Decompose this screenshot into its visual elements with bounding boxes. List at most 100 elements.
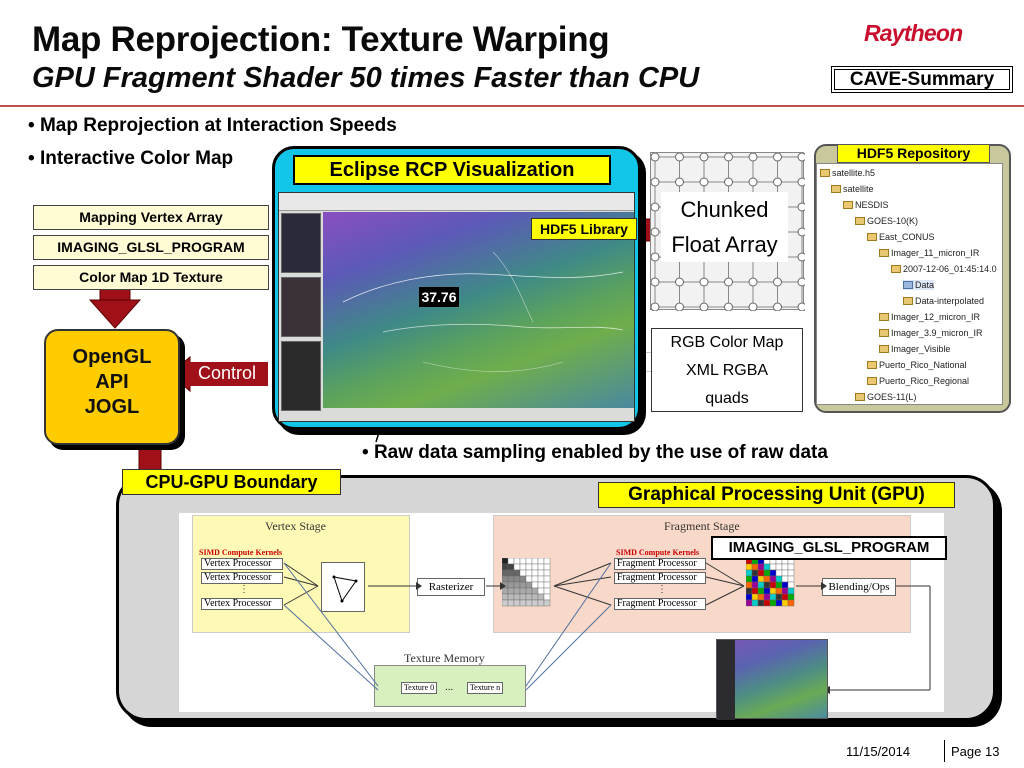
grid-node — [699, 302, 709, 311]
grid-node — [797, 227, 805, 237]
rgb-line-3: quads — [705, 390, 749, 407]
tree-node-east-conus[interactable]: East_CONUS — [867, 232, 935, 242]
fragment-processor-2: Fragment Processor — [614, 572, 706, 584]
satellite-map-view[interactable] — [323, 212, 634, 408]
folder-icon — [831, 185, 841, 193]
folder-icon — [855, 217, 865, 225]
grid-node — [797, 202, 805, 212]
hdf5-tree: satellite.h5 satellite NESDIS GOES-10(K)… — [816, 163, 1003, 405]
tree-node-data[interactable]: Data — [903, 280, 935, 290]
opengl-line-1: OpenGL — [72, 346, 152, 368]
grid-node — [797, 302, 805, 311]
rgb-line-2: XML RGBA — [685, 362, 769, 379]
tree-node-imager-11[interactable]: Imager_11_micron_IR — [879, 248, 979, 258]
grid-node — [651, 153, 660, 162]
header-divider — [0, 105, 1024, 107]
tree-node-imager-12[interactable]: Imager_12_micron_IR — [879, 312, 980, 322]
texture-memory-box: Texture 0 ... Texture n — [374, 665, 526, 707]
grid-node — [748, 302, 758, 311]
folder-icon — [903, 297, 913, 305]
tree-node-puerto-rico-regional[interactable]: Puerto_Rico_Regional — [867, 376, 969, 386]
grid-node — [651, 227, 660, 237]
tree-node-nesdis[interactable]: NESDIS — [843, 200, 889, 210]
texture-0-box: Texture 0 — [401, 682, 437, 694]
fragment-ellipsis: ⋮ — [657, 584, 667, 595]
triangle-icon — [321, 562, 365, 612]
grid-node — [797, 153, 805, 162]
folder-icon — [879, 329, 889, 337]
vertex-processor-1: Vertex Processor — [201, 558, 283, 570]
color-fragments-icon — [746, 558, 795, 607]
bullet-text: Map Reprojection at Interaction Speeds — [39, 115, 397, 136]
tree-node-puerto-rico-national[interactable]: Puerto_Rico_National — [867, 360, 967, 370]
grid-node — [651, 277, 660, 287]
tab-color-map-1d-texture: Color Map 1D Texture — [33, 265, 269, 290]
thumbnail-sidebar — [717, 640, 735, 720]
data-value-readout: 37.76 — [419, 287, 459, 307]
chunked-line-1: Chunked — [680, 197, 769, 222]
tree-node-satellite-h5[interactable]: satellite.h5 — [820, 168, 875, 178]
map-outlines — [342, 251, 624, 372]
fragment-processor-1: Fragment Processor — [614, 558, 706, 570]
dataset-icon — [903, 281, 913, 289]
folder-icon — [867, 377, 877, 385]
opengl-api-box: OpenGL API JOGL — [44, 329, 180, 445]
gpu-title: Graphical Processing Unit (GPU) — [598, 482, 955, 508]
control-label: Control — [186, 362, 268, 386]
folder-icon — [879, 249, 889, 257]
cave-summary-label: CAVE-Summary — [831, 66, 1013, 93]
folder-icon — [879, 345, 889, 353]
bullet-map-reprojection: • Map Reprojection at Interaction Speeds — [28, 115, 397, 137]
rgb-line-1: RGB Color Map — [670, 334, 784, 351]
bullet-text: Interactive Color Map — [39, 148, 234, 169]
raytheon-logo: Raytheon — [864, 20, 963, 46]
tree-node-goes-10[interactable]: GOES-10(K) — [855, 216, 918, 226]
grid-node — [748, 277, 758, 287]
footer-date: 11/15/2014 — [846, 744, 911, 759]
vertex-simd-label: SIMD Compute Kernels — [199, 548, 283, 557]
rasterizer-box: Rasterizer — [417, 578, 485, 596]
texture-ellipsis: ... — [445, 682, 454, 693]
grid-node — [773, 302, 782, 311]
folder-icon — [855, 393, 865, 401]
output-thumbnail — [716, 639, 828, 720]
gray-fragments-icon — [502, 558, 551, 607]
tree-node-imager-3-9[interactable]: Imager_3.9_micron_IR — [879, 328, 983, 338]
grid-node — [724, 302, 733, 311]
footer-divider — [944, 740, 945, 762]
thumb-panel-2 — [281, 277, 321, 337]
tree-node-goes-11[interactable]: GOES-11(L) — [855, 392, 916, 402]
opengl-line-2: API — [95, 371, 129, 393]
grid-node — [651, 252, 660, 262]
eclipse-toolbar — [279, 193, 634, 211]
thumb-panel-1 — [281, 213, 321, 273]
grid-node — [748, 153, 758, 162]
grid-node — [651, 302, 660, 311]
grid-node — [651, 177, 660, 187]
bullet-mark: • — [362, 442, 369, 463]
vertex-stage-title: Vertex Stage — [265, 519, 326, 533]
fragment-stage-title: Fragment Stage — [664, 519, 740, 533]
gpu-glsl-program-label: IMAGING_GLSL_PROGRAM — [711, 536, 947, 560]
tab-imaging-glsl-program: IMAGING_GLSL_PROGRAM — [33, 235, 269, 260]
grid-node — [699, 153, 709, 162]
folder-icon — [867, 233, 877, 241]
grid-node — [675, 302, 684, 311]
grid-node — [773, 177, 782, 187]
tree-node-timestamp[interactable]: 2007-12-06_01:45:14.0 — [891, 264, 997, 274]
grid-node — [773, 153, 782, 162]
tree-node-imager-visible[interactable]: Imager_Visible — [879, 344, 950, 354]
opengl-line-3: JOGL — [84, 396, 140, 418]
fragment-cell — [543, 599, 551, 607]
grid-node — [651, 202, 660, 212]
fragment-stage: Fragment Stage SIMD Compute Kernels Frag… — [493, 515, 911, 633]
down-arrow-to-opengl-icon — [88, 299, 142, 329]
hdf5-repository-title: HDF5 Repository — [837, 144, 990, 163]
grid-node — [773, 277, 782, 287]
footer-page: Page 13 — [951, 744, 1000, 759]
tree-node-data-interpolated[interactable]: Data-interpolated — [903, 296, 984, 306]
fragment-cell — [787, 599, 795, 607]
tree-node-satellite[interactable]: satellite — [831, 184, 874, 194]
tab-mapping-vertex-array: Mapping Vertex Array — [33, 205, 269, 230]
